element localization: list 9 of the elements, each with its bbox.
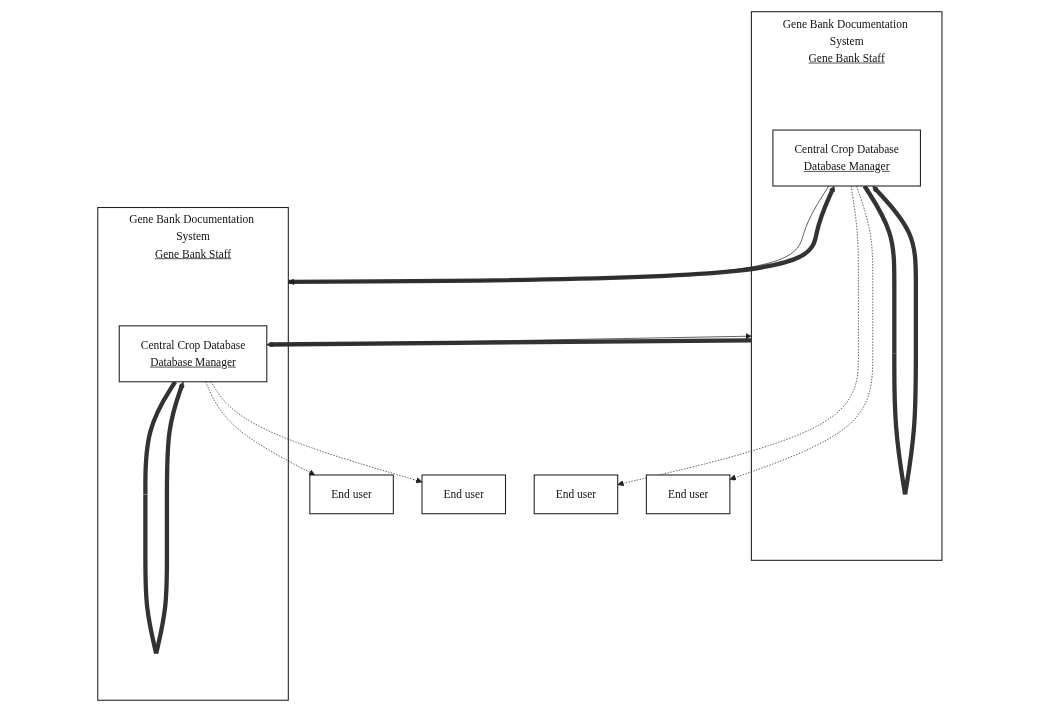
arrow (143, 380, 185, 654)
node-box: End user (533, 473, 619, 514)
arrow (266, 337, 752, 348)
arrow (862, 184, 919, 495)
node-box: End user (646, 473, 731, 514)
node-box: End user (309, 473, 394, 514)
node-box: Central Crop Database Database Manager (118, 324, 268, 382)
node-box: End user (421, 473, 507, 514)
node-box: Central Crop Database Database Manager (772, 129, 922, 187)
